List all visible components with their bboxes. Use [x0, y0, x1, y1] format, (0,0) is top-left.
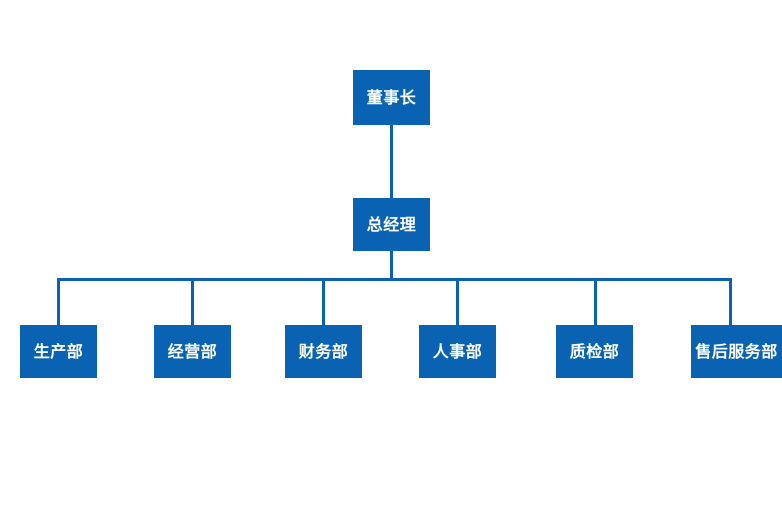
node-quality-inspection[interactable]: 质检部 [556, 325, 633, 378]
node-operations[interactable]: 经营部 [154, 325, 231, 378]
connector-drop-operations [191, 278, 194, 325]
node-general-manager-label: 总经理 [366, 214, 417, 234]
node-operations-label: 经营部 [167, 341, 218, 361]
node-after-sales-service-label: 售后服务部 [695, 341, 778, 361]
connector-chairman-to-general-manager [390, 125, 393, 198]
node-general-manager[interactable]: 总经理 [353, 198, 430, 251]
connector-drop-quality-inspection [594, 278, 597, 325]
connector-general-manager-stem [390, 251, 393, 279]
node-production[interactable]: 生产部 [20, 325, 97, 378]
node-chairman-label: 董事长 [366, 87, 417, 107]
connector-drop-production [57, 278, 60, 325]
node-human-resources-label: 人事部 [432, 341, 483, 361]
node-finance-label: 财务部 [298, 341, 349, 361]
node-chairman[interactable]: 董事长 [353, 70, 430, 125]
node-quality-inspection-label: 质检部 [569, 341, 620, 361]
connector-drop-human-resources [456, 278, 459, 325]
node-human-resources[interactable]: 人事部 [419, 325, 496, 378]
node-finance[interactable]: 财务部 [285, 325, 362, 378]
connector-department-bus [57, 278, 732, 281]
connector-drop-finance [322, 278, 325, 325]
node-production-label: 生产部 [33, 341, 84, 361]
connector-drop-after-sales-service [729, 278, 732, 325]
node-after-sales-service[interactable]: 售后服务部 [691, 325, 782, 378]
